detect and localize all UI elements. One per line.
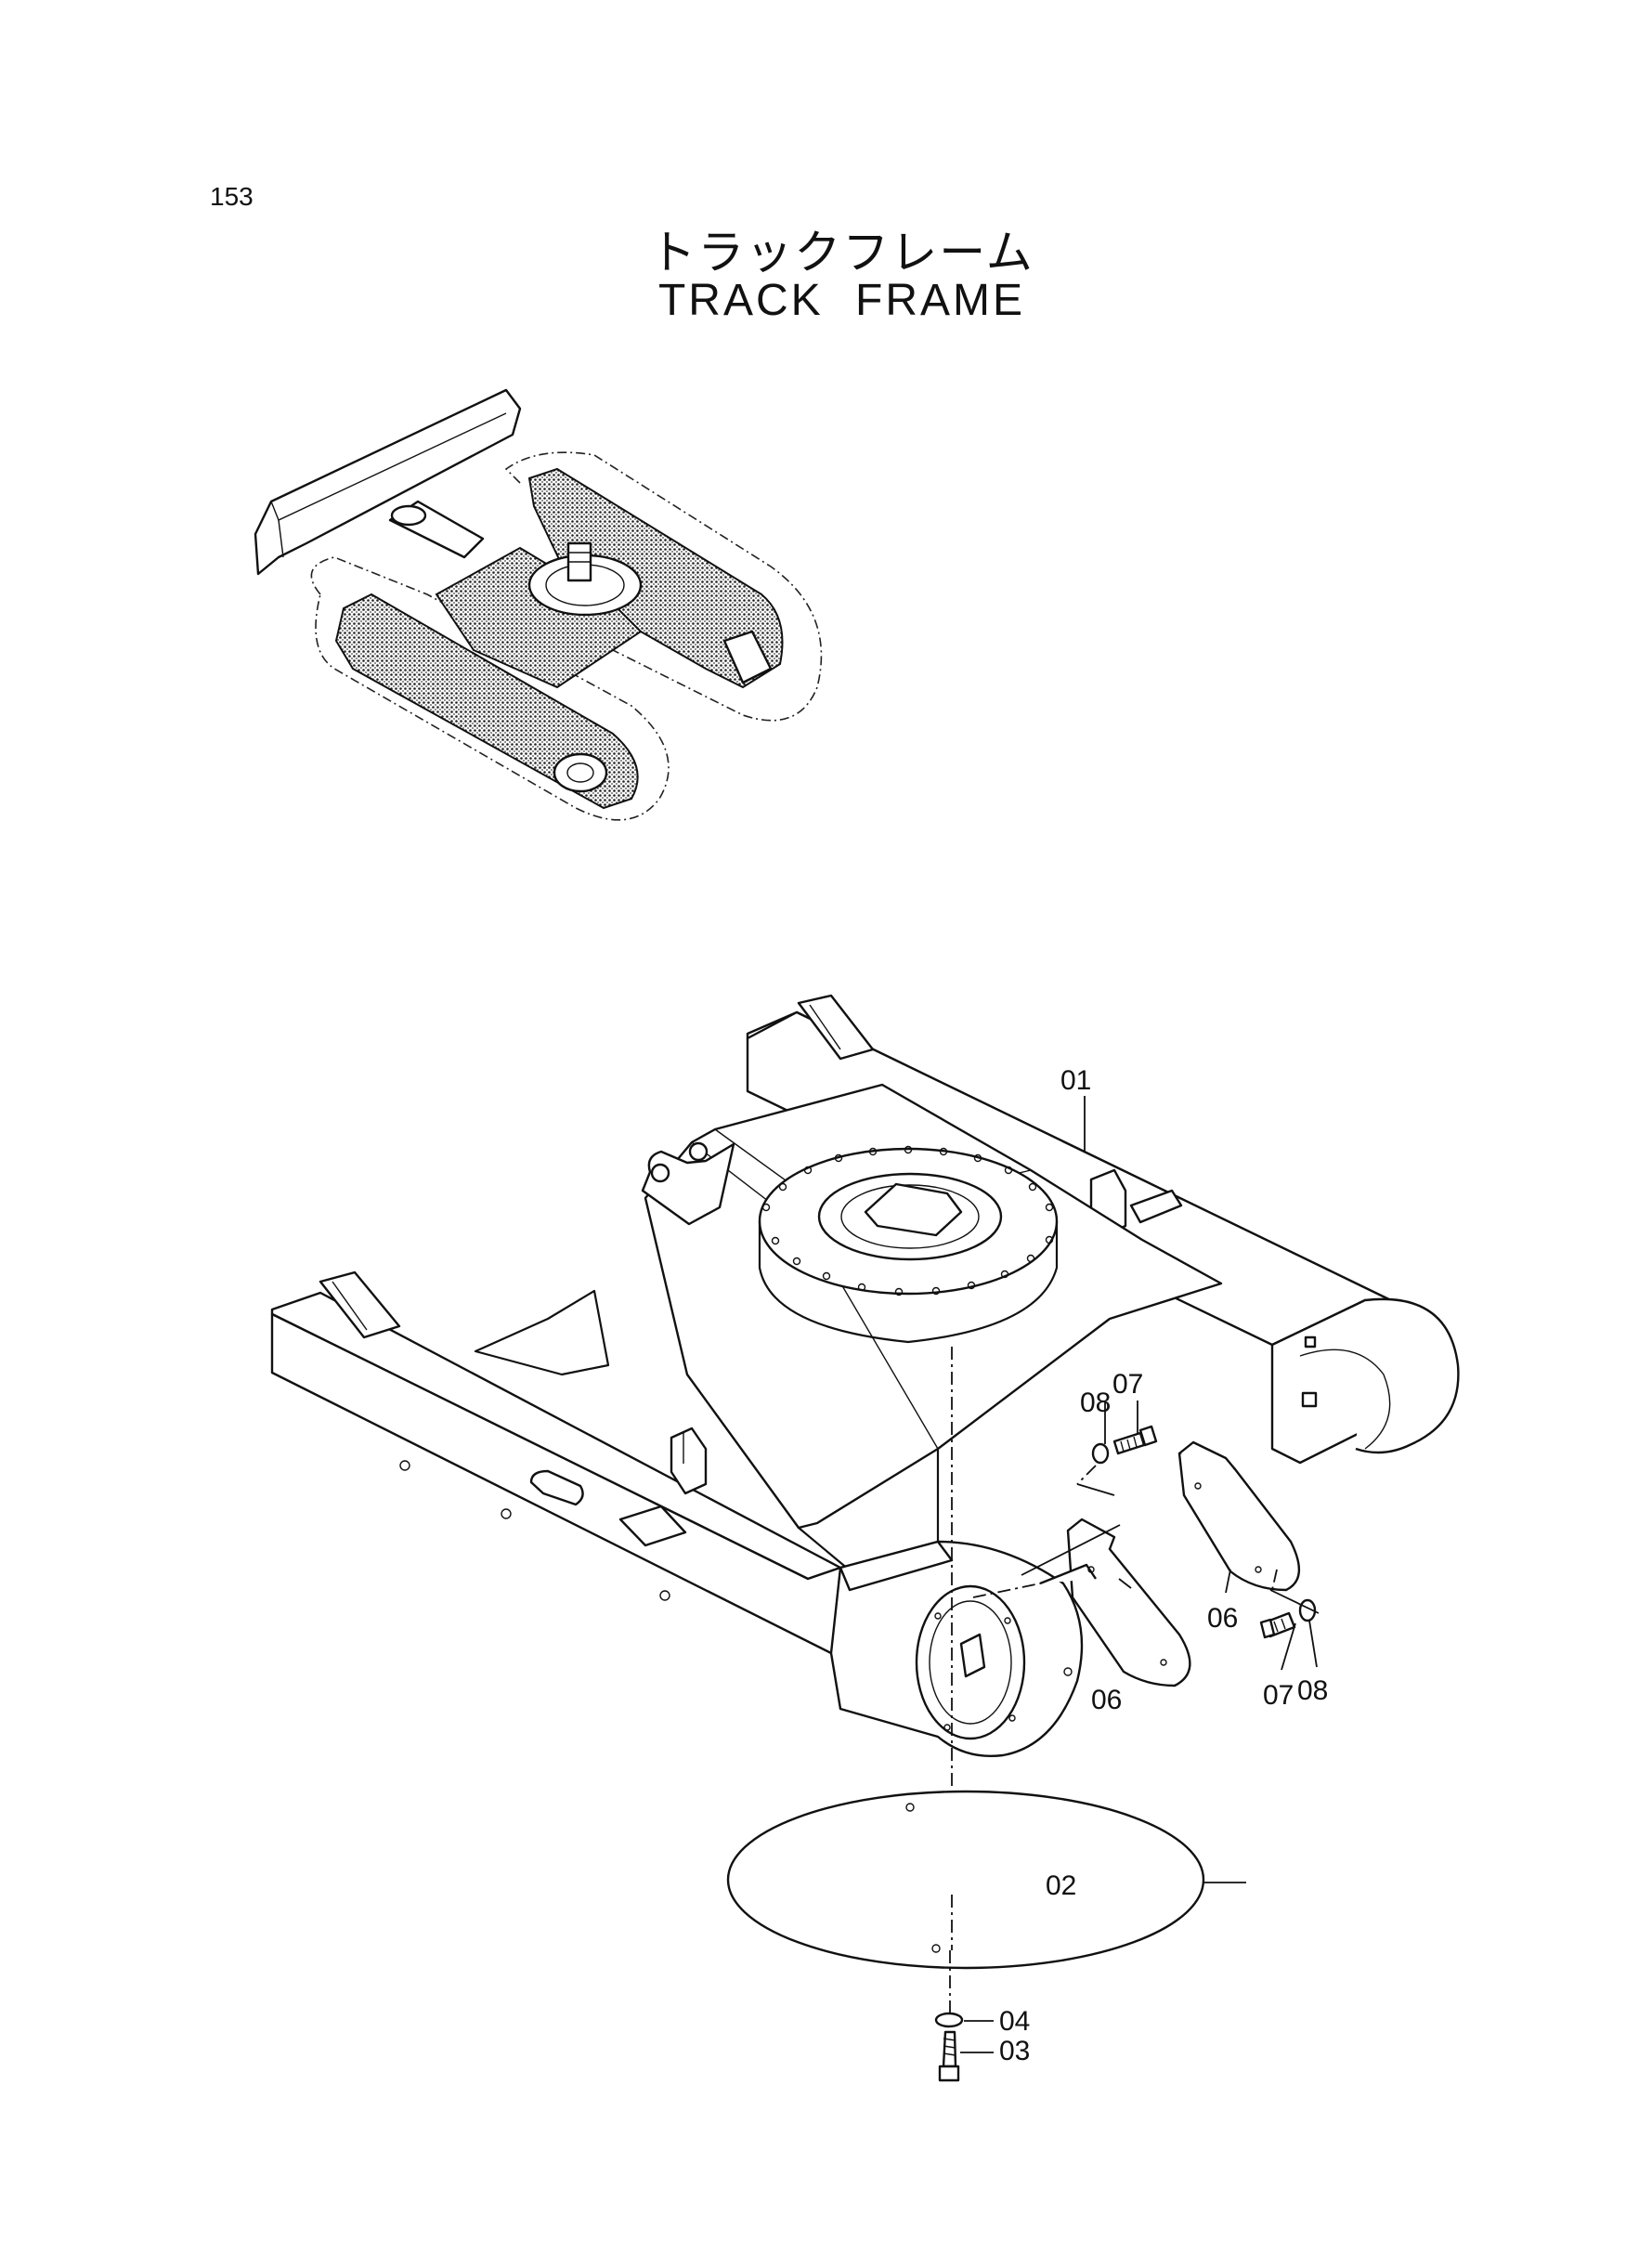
callout-03: 03 bbox=[999, 2036, 1030, 2066]
callout-08-upper: 08 bbox=[1080, 1388, 1111, 1418]
page-title-japanese: トラックフレーム bbox=[649, 226, 1034, 280]
callout-07-upper: 07 bbox=[1112, 1369, 1143, 1400]
callout-06-right: 06 bbox=[1207, 1603, 1238, 1634]
callout-leaders bbox=[960, 1096, 1318, 2053]
track-frame-main-drawing bbox=[270, 994, 1460, 2082]
page-number: 153 bbox=[210, 182, 254, 211]
callout-08-lower: 08 bbox=[1297, 1675, 1328, 1706]
ring-bolt-holes bbox=[761, 1145, 1054, 1296]
callout-07-lower: 07 bbox=[1263, 1680, 1294, 1711]
callout-01: 01 bbox=[1060, 1065, 1091, 1096]
callout-06-left: 06 bbox=[1091, 1685, 1122, 1715]
excavator-undercarriage-overview bbox=[254, 388, 823, 821]
callout-numbers: 01 02 03 04 06 06 07 07 08 08 bbox=[999, 1065, 1328, 2066]
page-title-english: TRACK FRAME bbox=[657, 276, 1025, 325]
callout-02: 02 bbox=[1046, 1870, 1076, 1901]
callout-04: 04 bbox=[999, 2006, 1030, 2037]
